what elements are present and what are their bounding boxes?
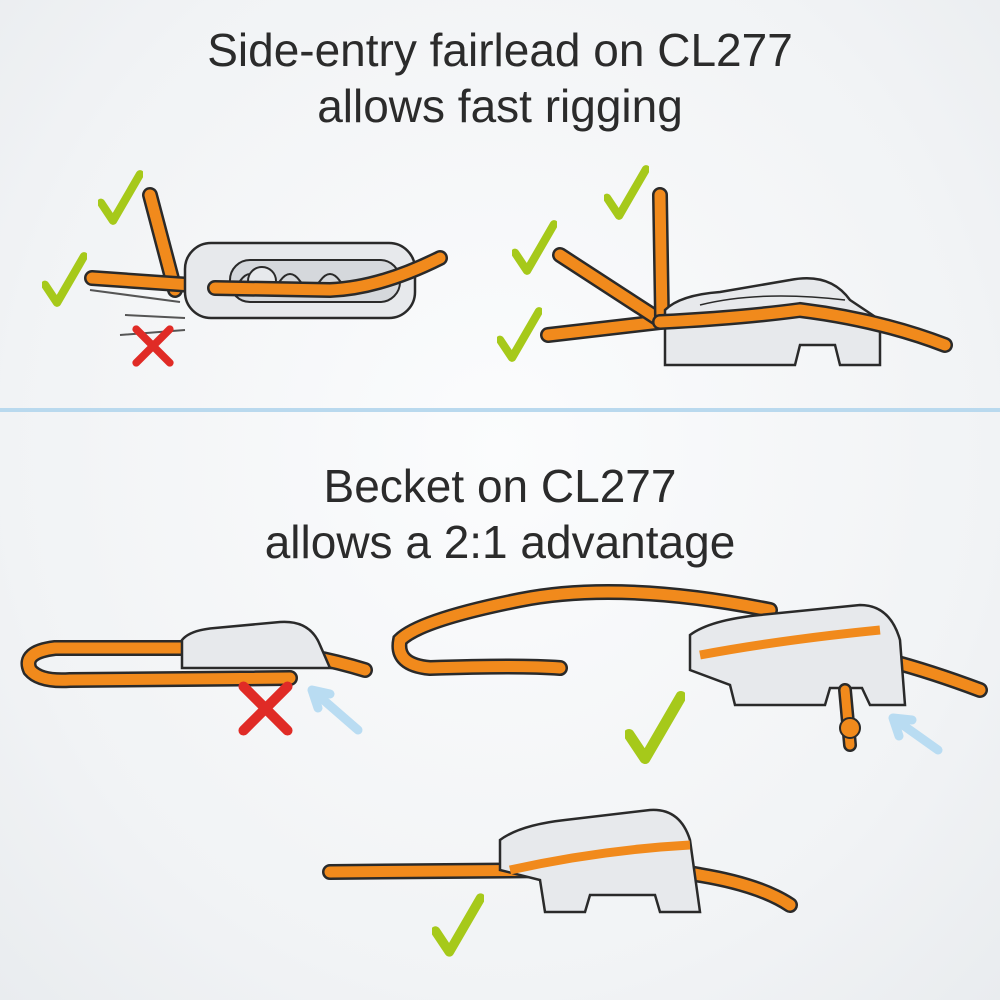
top-title-line1: Side-entry fairlead on CL277 bbox=[207, 24, 793, 76]
cleat-icon bbox=[180, 620, 332, 670]
bottom-title-line2: allows a 2:1 advantage bbox=[264, 516, 736, 568]
check-icon bbox=[45, 256, 84, 303]
cross-icon bbox=[244, 687, 288, 731]
wrong-rope-path bbox=[89, 289, 186, 336]
top-left-cleat-figure bbox=[45, 174, 448, 363]
top-right-cleat-figure bbox=[500, 169, 953, 367]
section-divider bbox=[0, 408, 1000, 412]
cleat-icon bbox=[663, 276, 882, 367]
arrow-icon bbox=[888, 713, 943, 755]
bottom-left-figure bbox=[20, 620, 373, 735]
bottom-right-figure bbox=[391, 584, 988, 759]
rope-icon bbox=[144, 189, 181, 296]
check-icon bbox=[515, 224, 554, 271]
bottom-center-figure bbox=[322, 808, 798, 952]
top-title-line2: allows fast rigging bbox=[317, 80, 683, 132]
bottom-title-line1: Becket on CL277 bbox=[323, 460, 677, 512]
cleat-icon bbox=[498, 808, 702, 914]
becket-knot-icon bbox=[839, 717, 861, 739]
check-icon bbox=[607, 169, 646, 216]
check-icon bbox=[500, 311, 539, 358]
check-icon bbox=[101, 174, 140, 221]
cross-icon bbox=[136, 329, 170, 363]
check-icon bbox=[435, 898, 480, 952]
bottom-title: Becket on CL277 allows a 2:1 advantage bbox=[0, 458, 1000, 570]
check-icon bbox=[629, 697, 681, 759]
top-title: Side-entry fairlead on CL277 allows fast… bbox=[0, 22, 1000, 134]
arrow-icon bbox=[307, 685, 363, 735]
